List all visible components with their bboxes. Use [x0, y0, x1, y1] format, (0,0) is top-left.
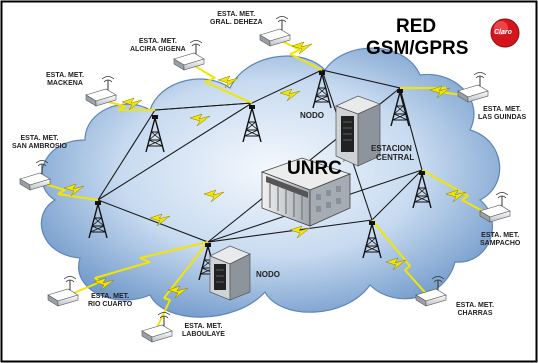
network-title-line2: GSM/GPRS	[366, 38, 469, 59]
station-las-guindas-line1: ESTA. MET.	[483, 106, 522, 113]
station-alcira-gigena-line2: ALCIRA GIGENA	[130, 46, 186, 53]
station-sampacho-line1: ESTA. MET.	[481, 232, 520, 239]
station-alcira-gigena-label: ESTA. MET. ALCIRA GIGENA	[130, 38, 186, 54]
station-gral-deheza-label: ESTA. MET. GRAL. DEHEZA	[210, 11, 263, 27]
station-mackena-line1: ESTA. MET.	[46, 72, 84, 79]
unrc-building-icon	[260, 157, 352, 227]
station-rio-cuarto-label: ESTA. MET. RIO CUARTO	[88, 293, 132, 309]
station-mackena-label: ESTA. MET. MACKENA	[46, 72, 84, 88]
network-title-line1: RED	[396, 16, 437, 37]
station-laboulaye-label: ESTA. MET. LABOULAYE	[182, 323, 225, 339]
nodo-top-server-icon	[335, 95, 381, 167]
station-alcira-gigena-line1: ESTA. MET.	[138, 38, 177, 45]
claro-logo-text: Claro	[494, 29, 512, 36]
station-laboulaye-line1: ESTA. MET.	[184, 323, 223, 330]
unrc-label: UNRC	[287, 158, 342, 179]
claro-logo	[490, 18, 520, 48]
station-gral-deheza-line2: GRAL. DEHEZA	[210, 19, 263, 26]
station-san-ambrosio-line1: ESTA. MET.	[20, 135, 59, 142]
station-rio-cuarto-line1: ESTA. MET.	[91, 293, 130, 300]
station-mackena-line2: MACKENA	[47, 80, 83, 87]
station-rio-cuarto-line2: RIO CUARTO	[88, 301, 133, 308]
station-las-guindas-label: ESTA. MET. LAS GUINDAS	[478, 106, 526, 122]
station-gral-deheza-line1: ESTA. MET.	[217, 11, 256, 18]
central-station-label-line1: ESTACION	[371, 144, 412, 153]
station-laboulaye-line2: LABOULAYE	[182, 331, 225, 338]
station-san-ambrosio-label: ESTA. MET. SAN AMBROSIO	[12, 135, 67, 151]
nodo-bottom-label: NODO	[256, 270, 280, 279]
central-station-label-line2: CENTRAL	[376, 153, 415, 162]
station-charras-line2: CHARRAS	[457, 310, 493, 317]
station-charras-line1: ESTA. MET.	[456, 302, 494, 309]
station-sampacho-line2: SAMPACHO	[480, 240, 521, 247]
station-sampacho-label: ESTA. MET. SAMPACHO	[480, 232, 520, 248]
station-charras-label: ESTA. MET. CHARRAS	[456, 302, 494, 318]
nodo-bottom-server-icon	[209, 245, 251, 301]
nodo-top-label: NODO	[300, 111, 324, 120]
station-las-guindas-line2: LAS GUINDAS	[478, 114, 527, 121]
station-san-ambrosio-line2: SAN AMBROSIO	[12, 143, 67, 150]
